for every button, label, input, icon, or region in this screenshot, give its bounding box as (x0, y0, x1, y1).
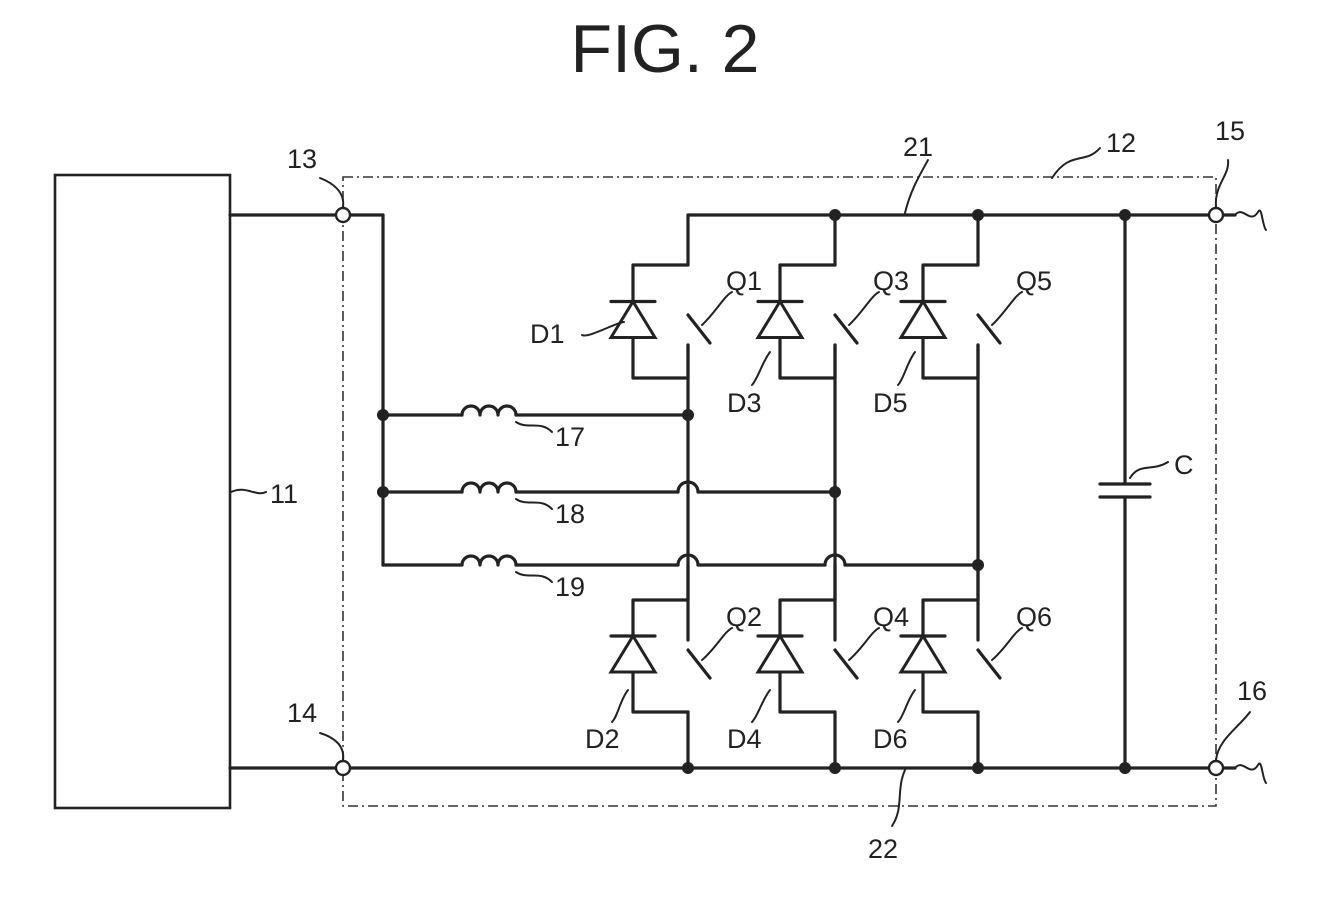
label-q3: Q3 (873, 266, 909, 296)
switch-cell-3: Q3 (758, 215, 909, 378)
terminal-16 (1209, 761, 1223, 775)
reactor-17 (383, 406, 688, 415)
label-19: 19 (555, 572, 585, 602)
label-d4: D4 (727, 724, 762, 754)
label-15: 15 (1215, 116, 1245, 146)
label-d6: D6 (873, 724, 908, 754)
source-block-11 (55, 175, 230, 808)
diode-d2 (611, 636, 655, 672)
terminal-14 (336, 761, 350, 775)
label-22: 22 (868, 834, 898, 864)
label-q4: Q4 (873, 602, 909, 632)
diode-d4 (758, 636, 802, 672)
switch-cell-6: Q6 (901, 565, 1052, 768)
diode-leader-4 (752, 690, 770, 722)
diode-d1 (611, 302, 655, 338)
label-q6: Q6 (1016, 602, 1052, 632)
figure-title: FIG. 2 (571, 11, 760, 87)
label-d5: D5 (873, 388, 908, 418)
label-16: 16 (1237, 676, 1267, 706)
label-21: 21 (903, 132, 933, 162)
label-11: 11 (270, 479, 298, 509)
capacitor-c (1100, 215, 1150, 768)
diode-d3 (758, 302, 802, 338)
diode-d5 (901, 302, 945, 338)
terminal-15 (1209, 208, 1223, 222)
reactor-18 (383, 482, 835, 492)
diode-leader-3 (752, 352, 770, 385)
diode-leader-5 (898, 352, 915, 385)
label-13: 13 (287, 144, 317, 174)
terminal-13 (336, 208, 350, 222)
label-12: 12 (1106, 128, 1136, 158)
switch-cell-5: Q5 (901, 215, 1052, 378)
label-17: 17 (555, 422, 585, 452)
switch-cell-1: Q1 (611, 215, 762, 378)
label-18: 18 (555, 499, 585, 529)
label-d2: D2 (585, 724, 620, 754)
label-d3: D3 (727, 388, 762, 418)
label-q5: Q5 (1016, 266, 1052, 296)
label-q2: Q2 (726, 602, 762, 632)
reactor-19 (383, 555, 978, 565)
label-d1: D1 (530, 319, 565, 349)
diode-leader-2 (612, 690, 628, 722)
label-c: C (1174, 450, 1194, 480)
diode-leader-6 (898, 690, 915, 722)
label-14: 14 (287, 698, 317, 728)
label-q1: Q1 (726, 266, 762, 296)
diode-d6 (901, 636, 945, 672)
